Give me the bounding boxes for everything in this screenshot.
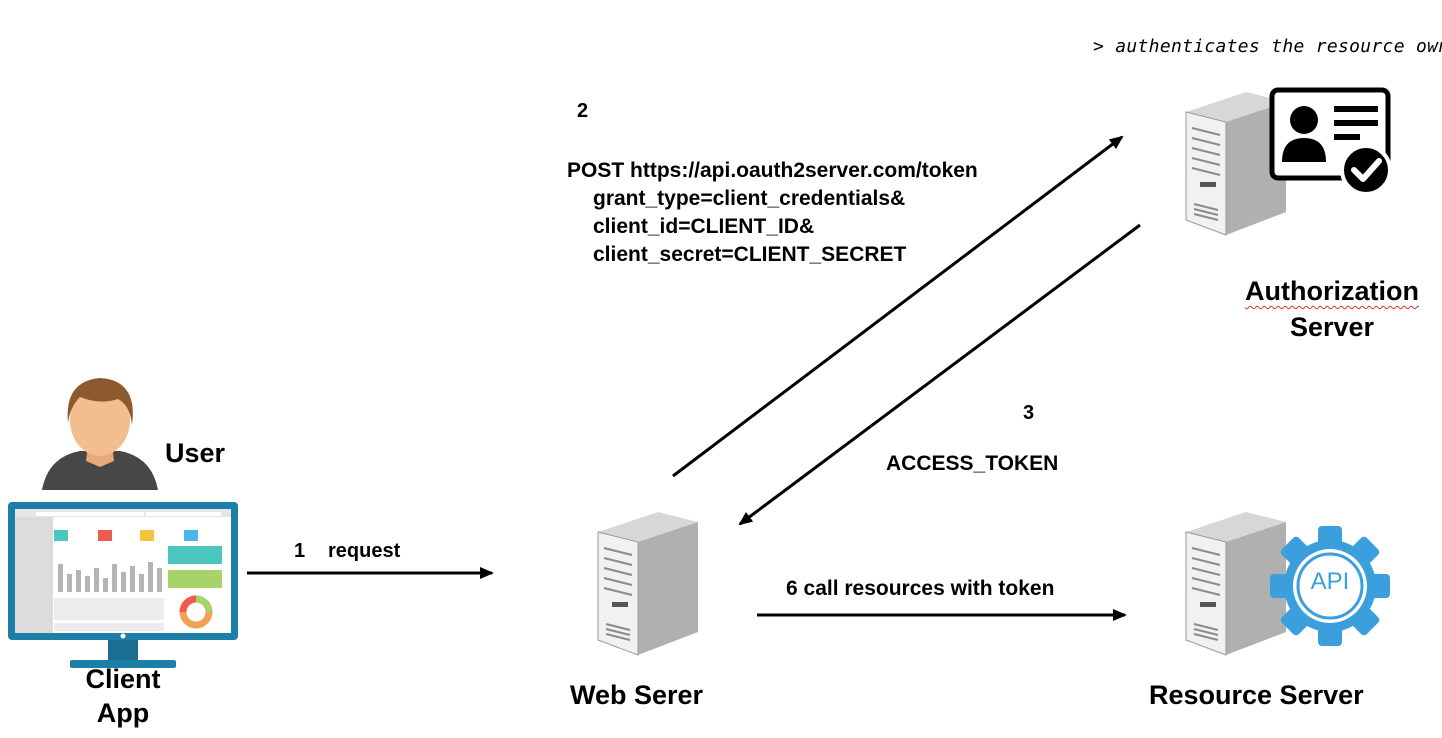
step2-line-grant: grant_type=client_credentials& (593, 187, 906, 210)
client-app-label-line2: App (96, 698, 150, 728)
arrow-webserver-to-auth (672, 135, 1124, 478)
api-gear-icon: API (1268, 524, 1392, 648)
step3-label: ACCESS_TOKEN (886, 452, 1059, 475)
step3-number: 3 (1023, 402, 1035, 424)
api-badge-text: API (1310, 568, 1350, 595)
client-app-label: Client App (58, 662, 188, 730)
step2-line-post: POST https://api.oauth2server.com/token (567, 159, 978, 182)
step2-request-text: POST https://api.oauth2server.com/token … (567, 157, 978, 269)
step1-number: 1 (294, 540, 306, 562)
arrow-auth-to-webserver (738, 223, 1141, 526)
step2-line-client-secret: client_secret=CLIENT_SECRET (593, 243, 907, 266)
auth-server-label-line2: Server (1289, 312, 1375, 342)
step6-label: 6 call resources with token (786, 577, 1055, 600)
user-icon (42, 378, 158, 490)
resource-server-icon (1185, 512, 1286, 656)
auth-note: > authenticates the resource owner (1093, 36, 1442, 57)
step2-line-client-id: client_id=CLIENT_ID& (593, 215, 815, 238)
step2-number: 2 (577, 100, 589, 122)
client-app-label-line1: Client (85, 664, 161, 694)
resource-server-label: Resource Server (1149, 680, 1364, 710)
auth-server-label: Authorization Server (1232, 273, 1432, 345)
web-server-icon (597, 512, 698, 656)
step1-label: request (328, 540, 401, 562)
monitor-icon (8, 502, 238, 668)
id-card-check-icon (1269, 87, 1392, 196)
web-server-label: Web Serer (570, 680, 704, 710)
user-label: User (165, 438, 226, 468)
auth-server-label-line1: Authorization (1245, 276, 1419, 306)
